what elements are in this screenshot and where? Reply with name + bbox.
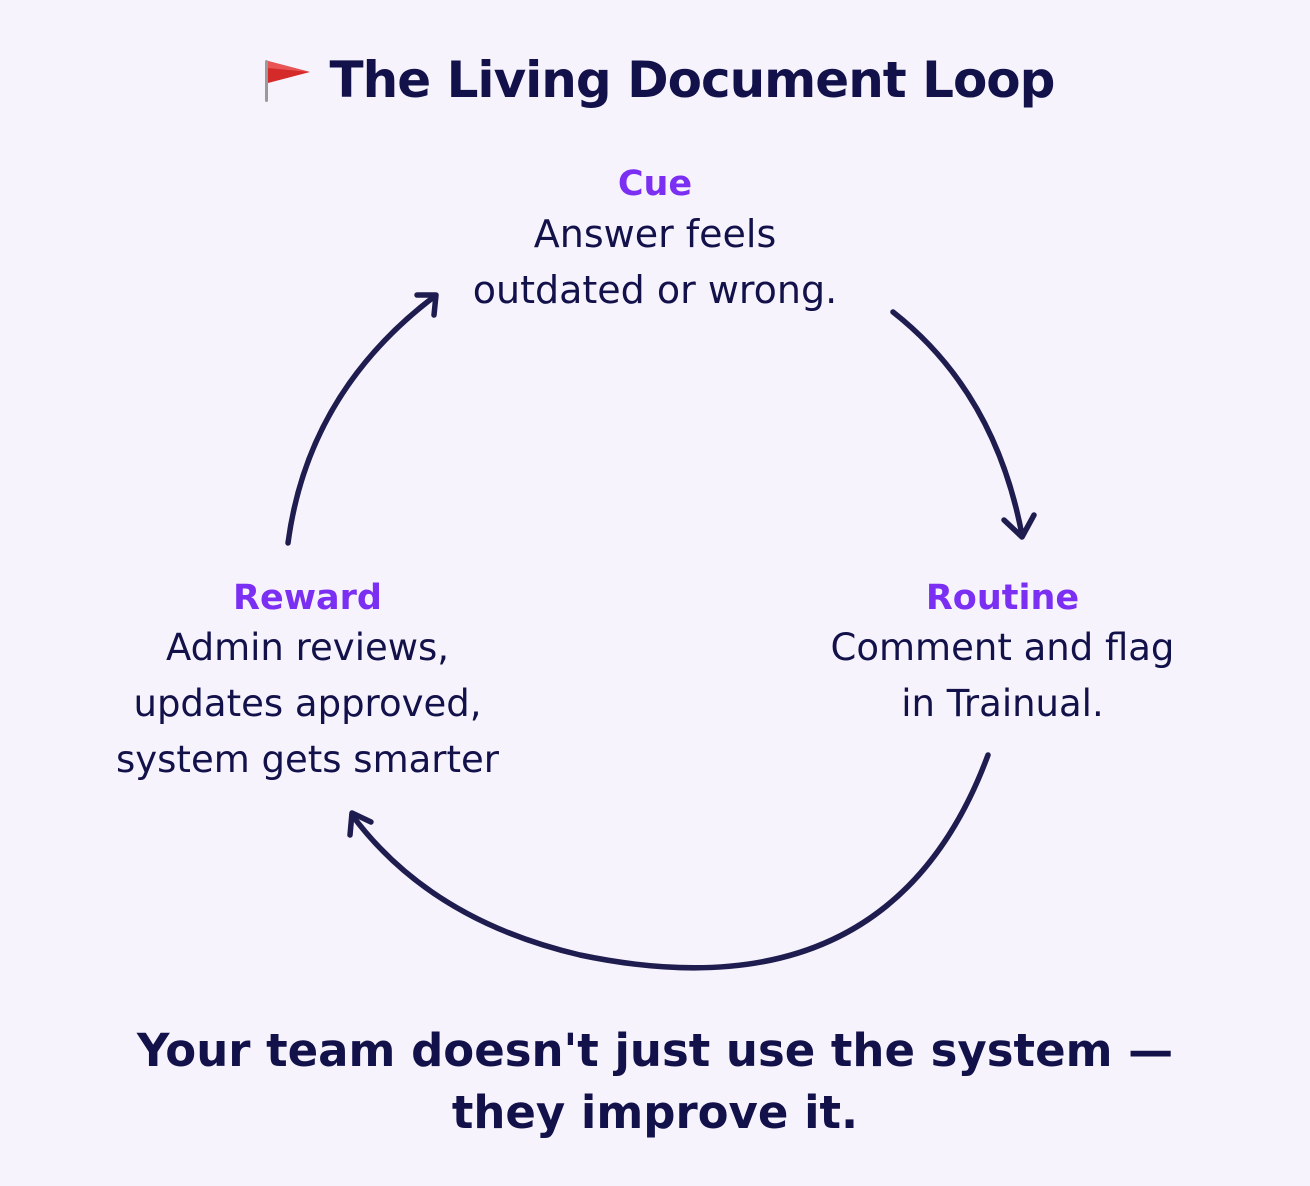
arrow-cue-to-routine [890,309,1025,538]
node-routine: Routine Comment and flag in Trainual. [760,576,1245,732]
cue-label: Cue [617,164,693,204]
arrowhead-cue [414,292,439,318]
cue-line: outdated or wrong. [472,268,838,312]
routine-line: Comment and flag [830,626,1175,669]
red-flag-icon [256,50,316,110]
node-cue: Cue Answer feels outdated or wrong. [405,162,905,318]
arrowhead-routine [1001,512,1037,540]
cue-line: Answer feels [533,212,777,256]
page-title: The Living Document Loop [329,51,1056,109]
arrow-routine-to-reward [349,752,991,971]
reward-description: Admin reviews, updates approved, system … [55,620,560,788]
arrow-reward-to-cue [285,293,438,546]
tagline-line: Your team doesn't just use the system — [136,1024,1174,1077]
arrowhead-reward [347,810,374,838]
node-reward: Reward Admin reviews, updates approved, … [55,576,560,788]
tagline: Your team doesn't just use the system — … [0,1020,1310,1144]
title-row: The Living Document Loop [0,40,1310,120]
reward-line: Admin reviews, [165,626,450,669]
routine-line: in Trainual. [901,682,1104,725]
tagline-line: they improve it. [451,1086,859,1139]
reward-line: system gets smarter [115,738,499,781]
routine-label: Routine [925,578,1080,618]
reward-line: updates approved, [133,682,482,725]
routine-description: Comment and flag in Trainual. [760,620,1245,732]
reward-label: Reward [233,578,382,618]
cue-description: Answer feels outdated or wrong. [405,206,905,318]
